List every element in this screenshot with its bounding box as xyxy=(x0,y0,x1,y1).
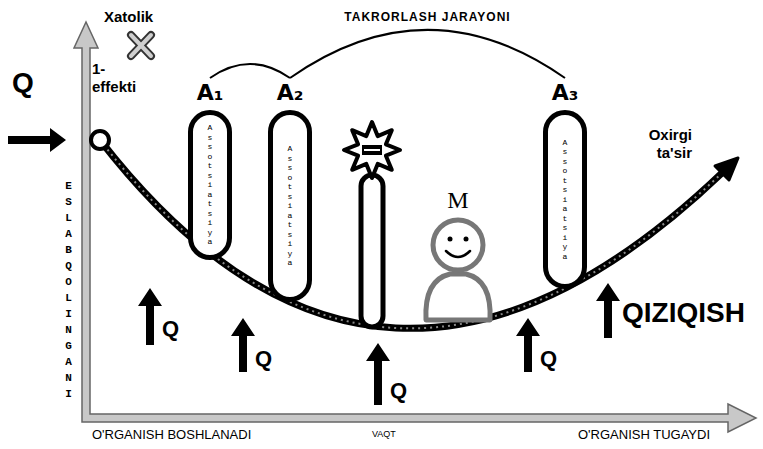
pillar-outline: Assotsiatsiya xyxy=(188,110,232,260)
up-arrow xyxy=(231,318,255,372)
input-arrow xyxy=(8,128,66,152)
error-mark xyxy=(131,35,151,56)
association-pillar: A₃ Assotsiatsiya xyxy=(543,78,587,289)
star-core-line xyxy=(364,149,380,151)
star-burst xyxy=(344,122,400,178)
pillar-outline: Assotsiatsiya xyxy=(543,110,587,289)
association-pillar: A₁ Assotsiatsiya xyxy=(188,78,232,260)
up-arrow xyxy=(366,343,390,405)
input-symbol: Q xyxy=(540,346,557,372)
axis-label: O'RGANISH BOSHLANADI xyxy=(92,427,251,443)
input-symbol: Q xyxy=(162,316,179,342)
up-arrow xyxy=(516,318,540,372)
axis-title: ESLAB QOLINGANI xyxy=(63,178,74,402)
input-symbol: Q xyxy=(255,346,272,372)
input-symbol: Q xyxy=(12,66,34,100)
arc-line xyxy=(210,64,290,78)
edge-label: TAKRORLASH JARAYONI xyxy=(341,10,513,24)
axis-label: O'RGANISH TUGAYDI xyxy=(578,427,710,443)
star-core xyxy=(362,145,382,155)
pillar-text: Assotsiatsiya xyxy=(561,138,569,262)
start-point xyxy=(91,131,109,149)
repetition-arc xyxy=(290,30,565,78)
arc-line xyxy=(290,30,565,78)
input-symbol: Q xyxy=(390,378,407,404)
pillar-text: Assotsiatsiya xyxy=(206,123,214,247)
pillar-text: Assotsiatsiya xyxy=(286,144,294,268)
up-arrow xyxy=(138,288,162,345)
final-effect-label: Oxirgi ta'sir xyxy=(630,126,692,162)
pillar-heading: A₂ xyxy=(268,78,312,108)
middle-pillar xyxy=(361,175,383,327)
pillar-heading: A₃ xyxy=(543,78,587,108)
pillar-outline: Assotsiatsiya xyxy=(268,110,312,302)
curve-arrowhead xyxy=(715,158,738,180)
error-label: Xatolik xyxy=(104,8,153,26)
interest-label: QIZIQISH xyxy=(622,296,745,330)
repetition-arc xyxy=(210,64,290,78)
effect-label: 1- effekti xyxy=(92,60,150,96)
up-arrow xyxy=(596,283,620,338)
association-pillar: A₂ Assotsiatsiya xyxy=(268,78,312,302)
pillar-heading: A₁ xyxy=(188,78,232,108)
figure-label: M xyxy=(440,186,476,215)
axes xyxy=(74,22,756,432)
person-figure xyxy=(426,220,490,320)
axis-label: VAQT xyxy=(372,429,396,440)
